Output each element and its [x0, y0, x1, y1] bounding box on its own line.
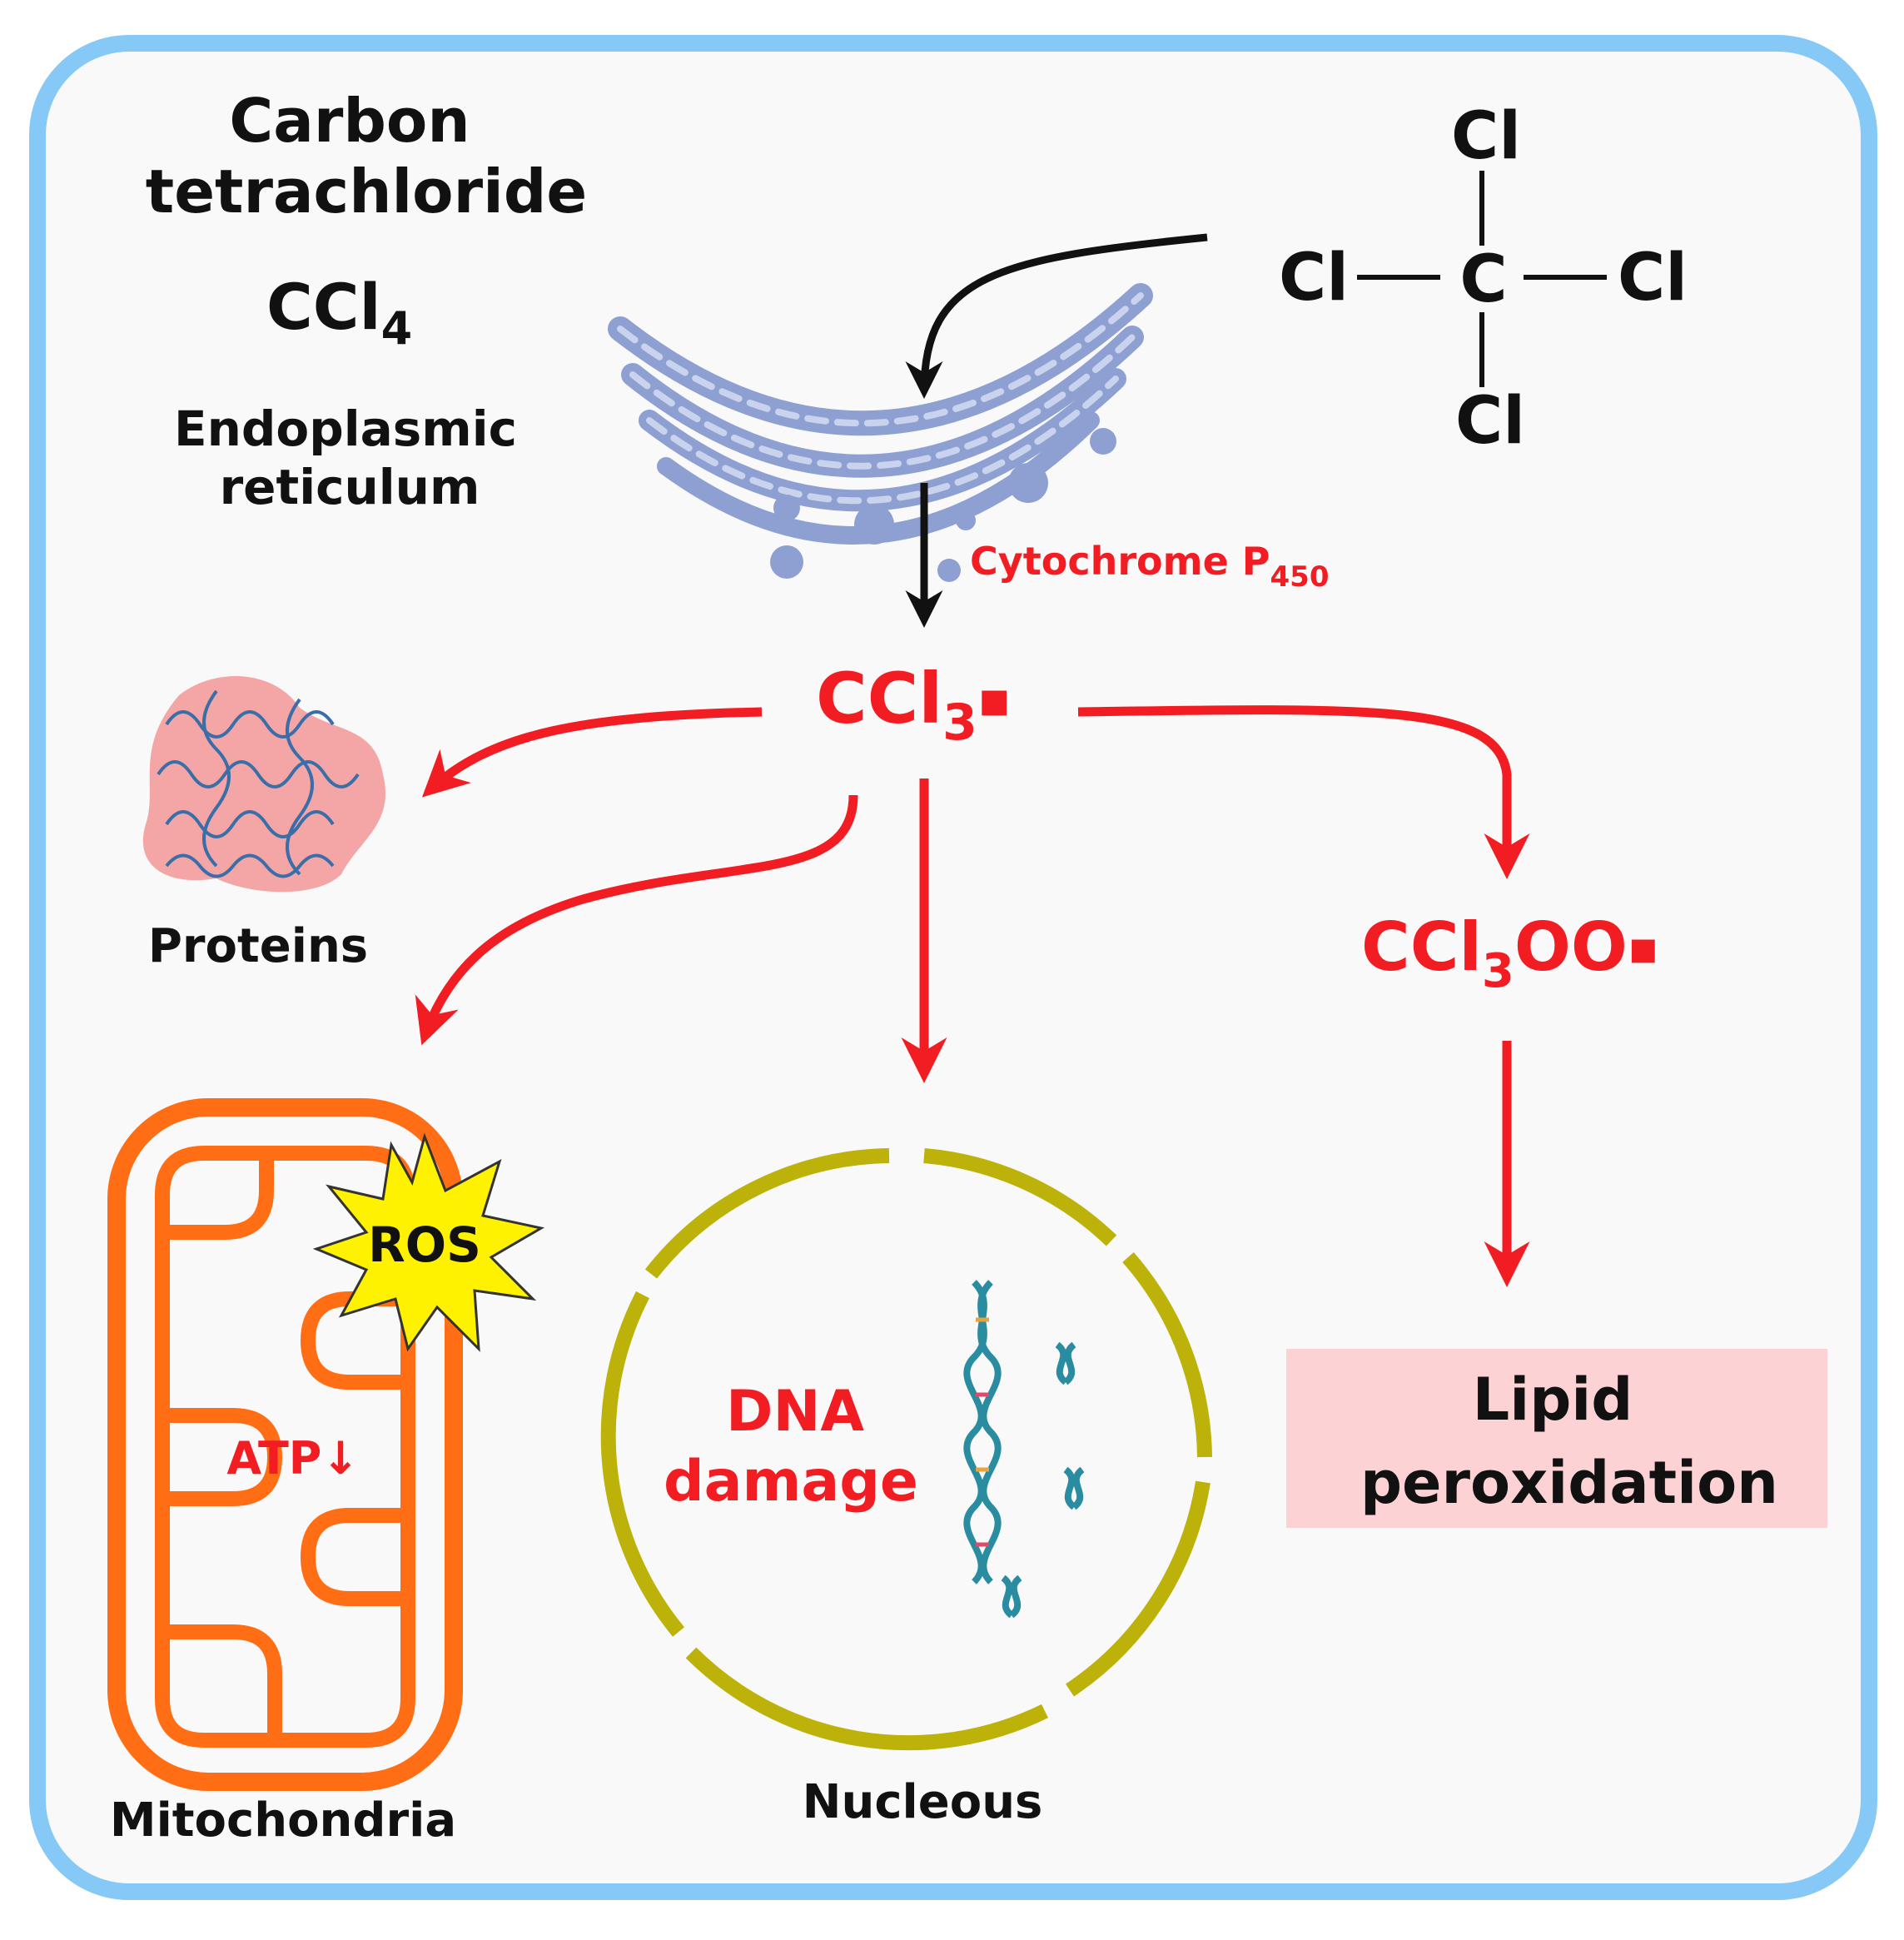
- structure-c-center: C: [1459, 242, 1507, 317]
- ccl3-radical-dot: ▪: [977, 670, 1012, 729]
- structure-cl-right: Cl: [1618, 241, 1688, 316]
- structure-cl-top: Cl: [1451, 99, 1521, 174]
- arrow-ccl3-to-mitochondria: [415, 794, 858, 1046]
- nucleus-label: Nucleous: [803, 1775, 1043, 1829]
- cytochrome-main: Cytochrome P: [970, 539, 1270, 584]
- nucleus-envelope-icon: [600, 1148, 1212, 1751]
- er-label-line1: Endoplasmic: [174, 400, 517, 457]
- dna-base-pairs: [976, 1317, 989, 1547]
- lipid-peroxidation-box: [1286, 1349, 1827, 1528]
- cytochrome-subscript: 450: [1270, 560, 1330, 594]
- formula-subscript: 4: [381, 302, 413, 355]
- endoplasmic-reticulum-icon: [608, 283, 1153, 582]
- dna-damage-line2: damage: [664, 1449, 918, 1515]
- ccl3-subscript: 3: [942, 694, 977, 752]
- dna-damage-line1: DNA: [726, 1379, 864, 1445]
- compound-name-line2: tetrachloride: [146, 157, 587, 226]
- cytochrome-label: Cytochrome P450: [970, 539, 1329, 594]
- ccl3oo-subscript: 3: [1482, 944, 1514, 998]
- er-label-line2: reticulum: [220, 459, 480, 515]
- ccl3oo-post: OO: [1514, 908, 1628, 986]
- lipid-line1: Lipid: [1473, 1365, 1633, 1434]
- proteins-label: Proteins: [148, 919, 368, 973]
- dna-helix-icon: [963, 1280, 1085, 1619]
- atp-label: ATP↓: [226, 1432, 359, 1485]
- ccl3-main: CCl: [816, 658, 942, 739]
- arrow-ccl4-to-er: [905, 233, 1208, 399]
- structure-cl-bottom: Cl: [1455, 384, 1525, 459]
- compound-name-line1: Carbon: [229, 86, 470, 156]
- mitochondria-icon: [107, 1098, 463, 1791]
- ccl3oo-radical-dot: ▪: [1628, 921, 1659, 975]
- lipid-line2: peroxidation: [1360, 1449, 1778, 1517]
- mitochondria-label: Mitochondria: [110, 1793, 456, 1848]
- compound-formula: CCl4: [266, 270, 412, 355]
- ccl3oo-radical: CCl3OO▪: [1361, 908, 1659, 998]
- ccl3-radical: CCl3▪: [816, 658, 1012, 752]
- arrow-ccl3-to-proteins: [421, 707, 763, 798]
- arrow-ccl3-to-ccl3oo: [1077, 705, 1530, 879]
- ros-label: ROS: [368, 1216, 481, 1273]
- structure-cl-left: Cl: [1279, 241, 1349, 316]
- ros-burst-icon: [312, 1132, 545, 1352]
- formula-main: CCl: [266, 270, 381, 344]
- ccl4-structure: Cl Cl C Cl Cl: [1279, 99, 1688, 459]
- ccl3oo-pre: CCl: [1361, 908, 1482, 986]
- protein-icon: [142, 676, 386, 893]
